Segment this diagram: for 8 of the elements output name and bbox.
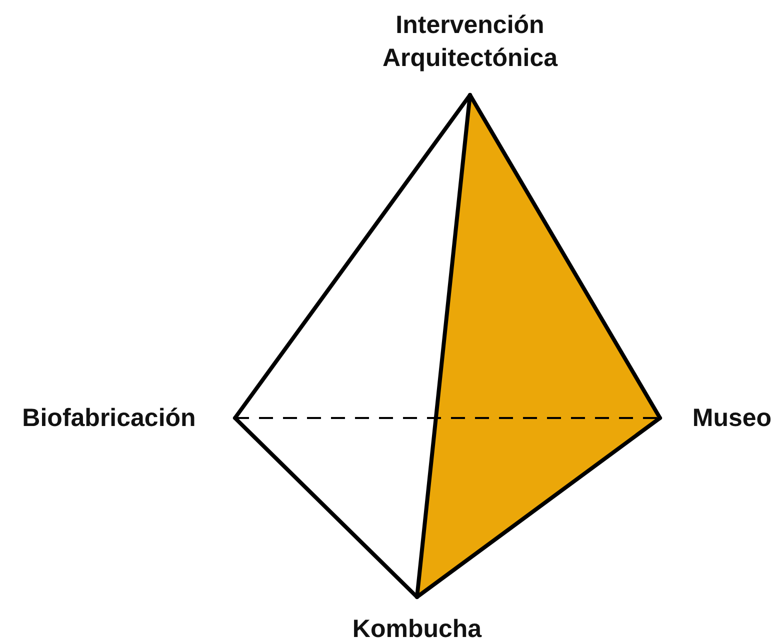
vertex-label: Museo <box>691 403 773 434</box>
edge-line <box>468 93 662 420</box>
edge-line <box>233 416 419 599</box>
dashed-line <box>235 417 660 419</box>
vertex-label: Biofabricación <box>21 403 197 434</box>
vertex-label: Intervención Arquitectónica <box>381 10 559 74</box>
edge-line <box>415 416 662 599</box>
vertex-label: Kombucha <box>351 614 483 640</box>
